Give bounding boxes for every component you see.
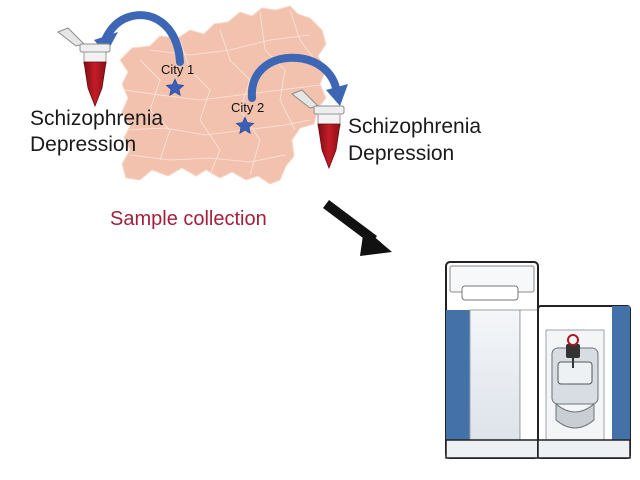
- curved-arrow-to-left-tube-icon: [94, 11, 184, 66]
- black-arrow-icon: [323, 200, 392, 256]
- city2-label: City 2: [231, 100, 265, 115]
- left-diagnosis-depression: Depression: [30, 133, 137, 156]
- right-diagnosis-depression: Depression: [348, 142, 455, 165]
- city1-label: City 1: [161, 62, 195, 77]
- city1-star-icon: [165, 78, 185, 96]
- right-blood-tube-icon: [291, 89, 345, 170]
- mass-spectrometer-icon: [445, 261, 631, 459]
- city2-star-icon: [235, 116, 255, 134]
- curved-arrow-to-right-tube-icon: [247, 53, 348, 106]
- region-map: [119, 5, 327, 185]
- right-diagnosis-schizophrenia: Schizophrenia: [348, 115, 482, 138]
- left-diagnosis-schizophrenia: Schizophrenia: [30, 107, 164, 130]
- sample-collection-caption: Sample collection: [110, 208, 267, 230]
- left-blood-tube-icon: [57, 27, 111, 108]
